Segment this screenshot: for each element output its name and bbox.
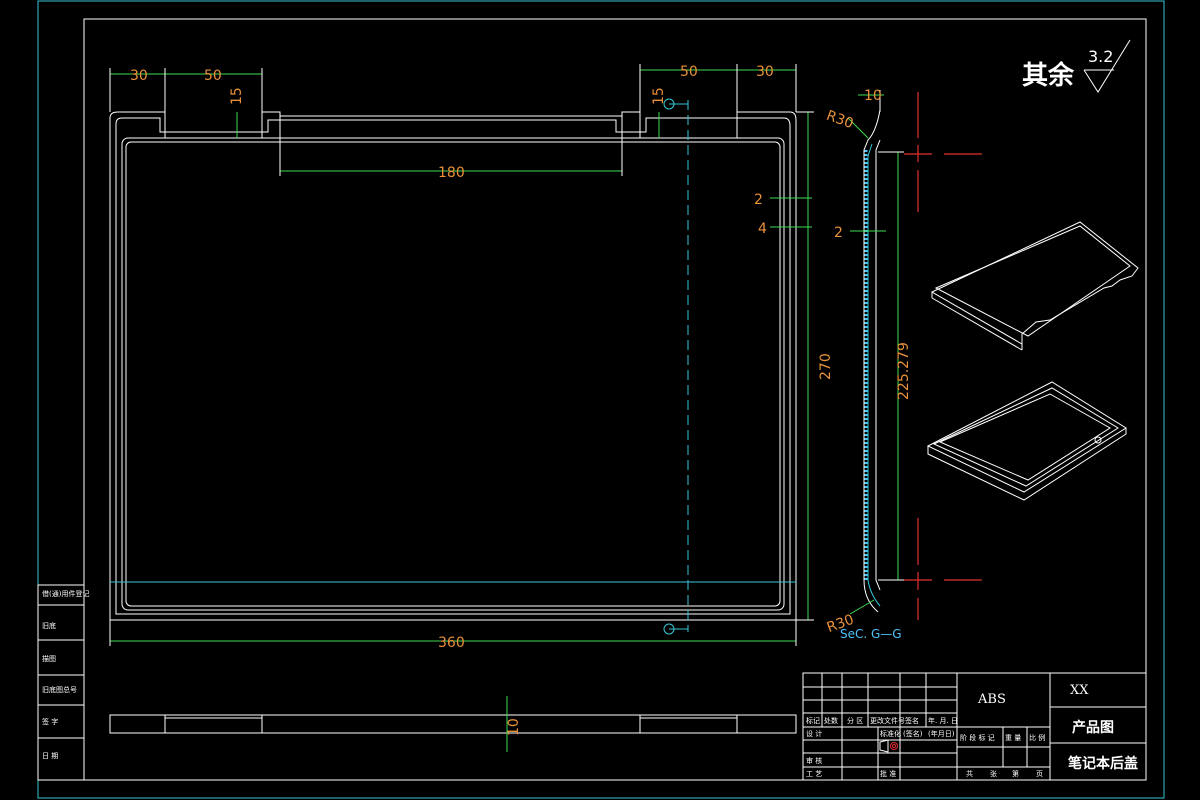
dim-top-left-30: 30 — [130, 68, 148, 84]
tb-head-5: 年. 月. 日 — [928, 716, 958, 725]
roughness-note: 其余 3.2 — [1022, 39, 1131, 93]
tb-approve: 批 准 — [880, 769, 896, 778]
tb-head-4: 签名 — [905, 716, 919, 725]
section-label: SeC. G—G — [840, 627, 902, 641]
inner-frame — [83, 18, 1147, 781]
stamp-3: 旧底图总号 — [42, 685, 77, 694]
side-section: 10 R30 R30 2 225.279 SeC. G—G — [824, 88, 912, 641]
dim-height-225: 225.279 — [896, 342, 912, 400]
dim-side-10: 10 — [864, 88, 882, 104]
dim-thick-10: 10 — [506, 718, 522, 736]
tb-design: 设 计 — [806, 729, 822, 738]
stamp-0: 借(通)用件登记 — [42, 589, 89, 598]
tb-std-date: (年月日) — [928, 729, 955, 738]
dim-inner-180: 180 — [438, 165, 465, 181]
tb-process: 工 艺 — [806, 770, 822, 778]
stamp-4: 签 字 — [42, 717, 58, 726]
roughness-value: 3.2 — [1088, 47, 1113, 66]
tb-drawing-type: 产品图 — [1072, 719, 1114, 736]
dim-top-right-30: 30 — [756, 64, 774, 80]
title-block: 标记 处数 分 区 更改文件号 签名 年. 月. 日 设 计 标准化 (签名) … — [802, 672, 1147, 781]
tb-std: 标准化 — [880, 729, 901, 738]
tb-head-2: 分 区 — [847, 716, 863, 725]
tb-company: XX — [1070, 683, 1089, 698]
stamp-5: 日 期 — [42, 752, 58, 760]
stamp-2: 描图 — [42, 654, 56, 663]
stamp-1: 旧底 — [42, 621, 56, 630]
left-stamp-column: 借(通)用件登记 旧底 描图 旧底图总号 签 字 日 期 — [37, 584, 89, 781]
dim-top-right-50: 50 — [680, 64, 698, 80]
tb-sheet-1: 张 — [990, 769, 997, 778]
tb-sheet-0: 共 — [966, 769, 973, 778]
tb-head-3: 更改文件号 — [870, 716, 905, 725]
tb-head-0: 标记 — [806, 716, 820, 725]
tb-scale: 比 例 — [1029, 733, 1045, 742]
bottom-view: 10 — [109, 696, 797, 752]
tb-weight: 重 量 — [1005, 734, 1021, 742]
tb-part-name: 笔记本后盖 — [1068, 755, 1138, 772]
center-marks — [904, 92, 982, 620]
dim-height-270: 270 — [818, 353, 834, 380]
tb-sheet-3: 页 — [1036, 770, 1043, 778]
front-dims: 30 50 50 30 15 15 180 2 4 270 360 — [109, 64, 834, 651]
dim-gap-2a: 2 — [754, 192, 763, 208]
outer-border — [37, 0, 1165, 799]
dim-width-360: 360 — [438, 635, 465, 651]
tb-head-1: 处数 — [824, 716, 838, 725]
dim-gap-4: 4 — [758, 221, 767, 237]
tb-review: 审 核 — [806, 756, 822, 765]
dim-left-15: 15 — [229, 87, 245, 105]
dim-top-left-50: 50 — [204, 68, 222, 84]
isometric-bottom — [926, 381, 1127, 501]
dim-right-15: 15 — [651, 87, 667, 105]
tb-sheet-2: 第 — [1012, 769, 1019, 778]
roughness-label: 其余 — [1022, 60, 1075, 91]
dim-side-r30-top: R30 — [824, 108, 855, 132]
dim-gap-2b: 2 — [834, 225, 843, 241]
isometric-top — [930, 221, 1139, 351]
tb-material: ABS — [977, 692, 1006, 707]
tb-std-sign: (签名) — [903, 729, 923, 738]
tb-stage: 阶 段 标 记 — [960, 733, 995, 742]
